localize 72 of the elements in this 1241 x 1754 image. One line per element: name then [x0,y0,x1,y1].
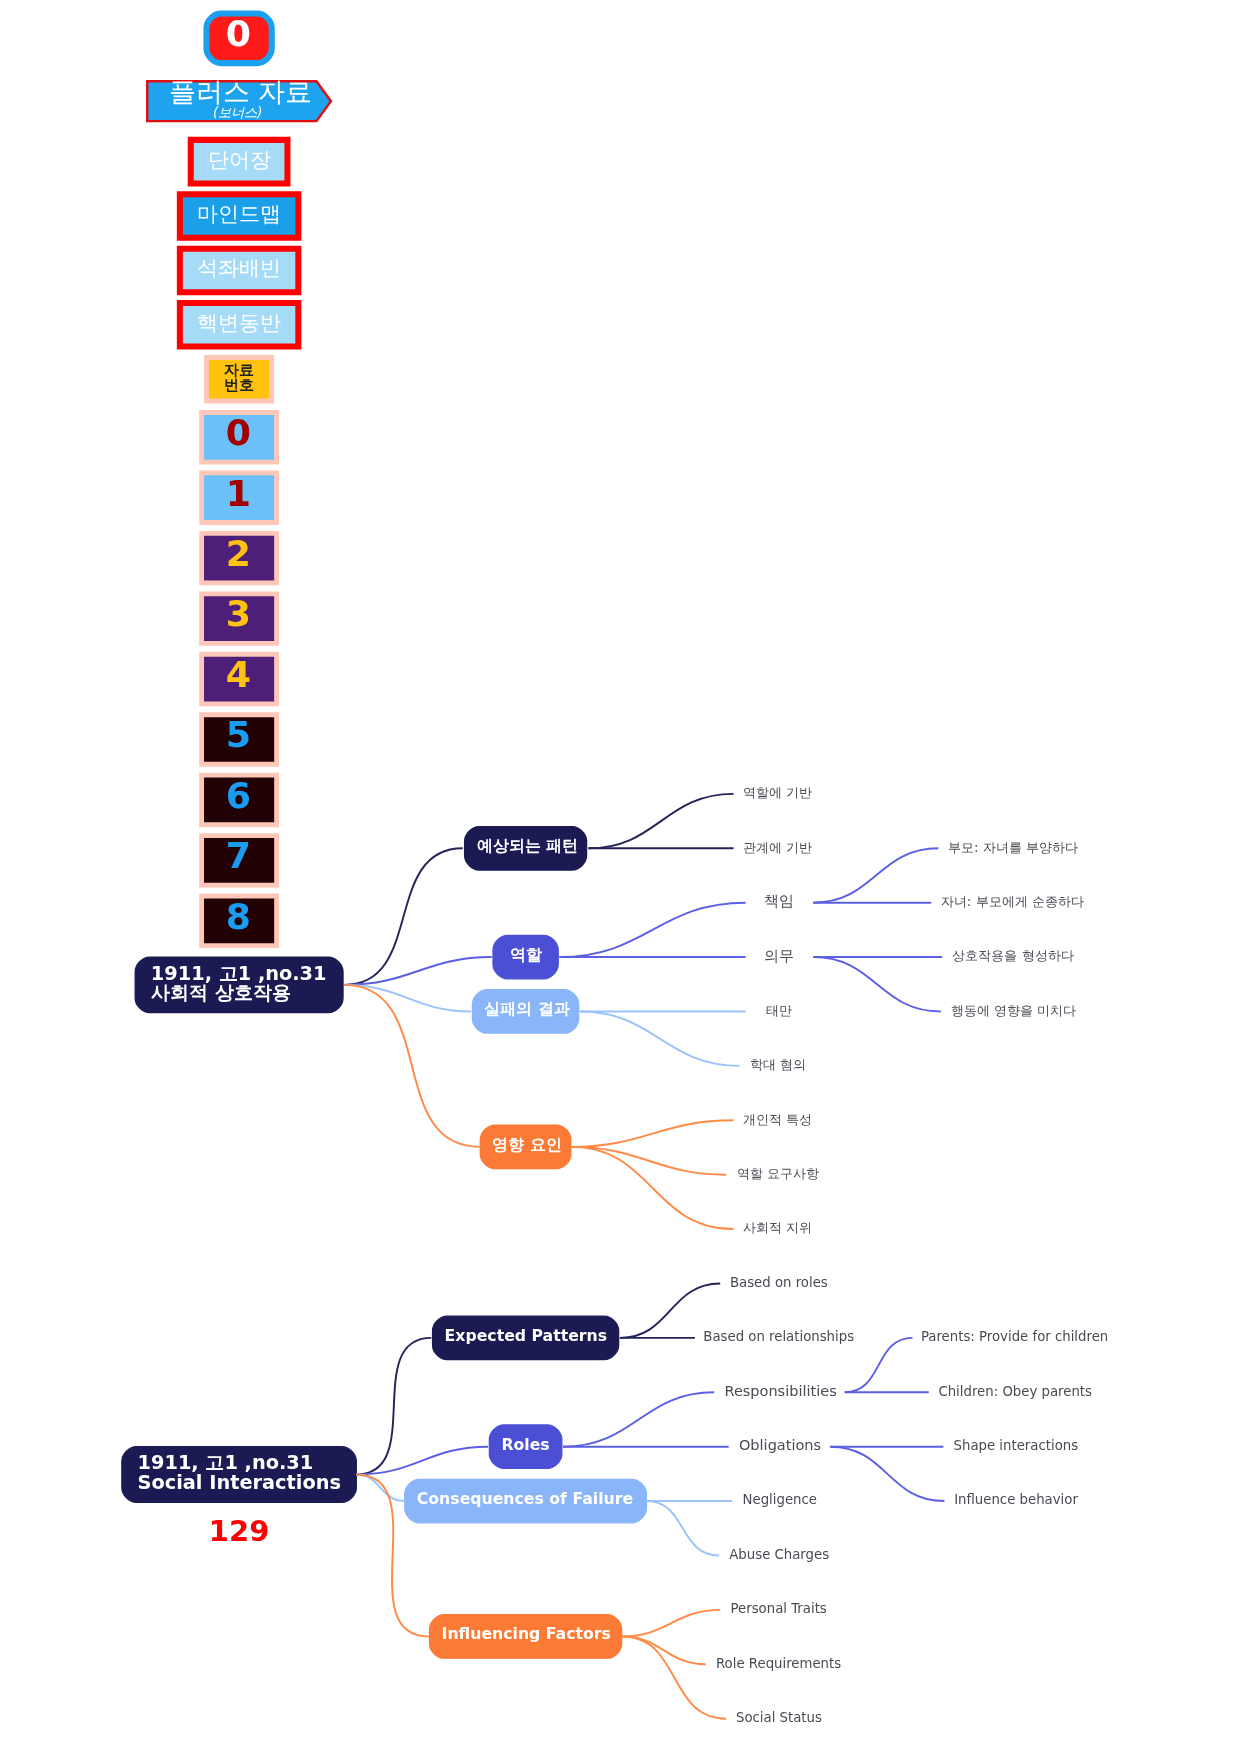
connector [558,956,747,959]
connector [355,1445,490,1476]
node-text: 상호작용을 형성하다 [952,948,1074,964]
connector [645,1500,720,1557]
node-box: 4 [199,651,279,707]
node-text: Negligence [742,1492,818,1508]
node-box: 핵변동반 [176,300,302,350]
connector [618,1282,722,1339]
node-text: Influence behavior [954,1492,1078,1508]
node-text: Personal Traits [730,1601,827,1617]
connector [587,847,735,850]
node-box: Consequences of Failure [404,1478,648,1524]
node-text: 학대 혐의 [749,1057,807,1073]
node-box: 예상되는 패턴 [463,825,588,871]
node-text: 자녀: 부모에게 순종하다 [940,894,1084,910]
node-box: 5 [199,712,279,767]
node-text: 역할 요구사항 [736,1166,819,1182]
node-box: 석좌배빈 [176,245,302,296]
node-text: 사회적 지위 [743,1220,813,1236]
node-box: 6 [199,772,279,828]
node-box: Influencing Factors [428,1614,623,1659]
connector [618,1336,696,1339]
node-box: 1911, 고1 ,no.31 Social Interactions [121,1446,357,1503]
connector [621,1608,722,1638]
label: 129 [208,1514,270,1549]
node-text: Based on roles [729,1274,828,1290]
node-text: 행동에 영향을 미치다 [950,1002,1076,1018]
node-box: 역할 [492,934,559,980]
connector [558,901,747,959]
connector [343,983,481,1148]
node-text: 역할에 기반 [743,785,813,801]
node-text: 책임 [764,893,795,910]
connector [843,1391,930,1394]
node-box: Roles [488,1424,563,1470]
node-box: 7 [199,833,279,888]
node-text: Obligations [738,1437,822,1454]
connector [621,1635,728,1720]
node-text: Shape interactions [953,1438,1079,1454]
node-text: Social Status [735,1710,822,1726]
node-text: 태만 [765,1002,792,1018]
connector [812,901,933,904]
connector [812,847,940,904]
connector [579,1010,741,1067]
node-text: 관계에 기반 [743,839,813,855]
connector [587,792,735,850]
connector [812,956,942,1013]
node-box: 0 [199,410,279,465]
node-text: 의무 [764,947,795,964]
node-text: Children: Obey parents [938,1383,1092,1399]
node-box: 3 [199,591,279,646]
node-box: 8 [199,893,279,948]
connector [829,1445,946,1503]
node-text: Role Requirements [716,1655,842,1671]
node-box: 단어장 [187,136,291,187]
connector [570,1145,735,1231]
node-box: 0 [203,10,275,67]
node-text: 부모: 자녀를 부양하다 [948,839,1079,855]
node-text: Parents: Provide for children [920,1329,1109,1345]
node-text: Abuse Charges [729,1546,830,1562]
node-text: Responsibilities [724,1383,837,1400]
connector [562,1445,730,1448]
connector [355,1473,430,1638]
node-box: 영향 요인 [479,1124,572,1170]
node-box: 자료 번호 [204,355,275,404]
node-text: Based on relationships [703,1329,855,1345]
node-text: 개인적 특성 [743,1111,813,1127]
node-box: 1911, 고1 ,no.31 사회적 상호작용 [134,956,344,1014]
node-box: 실패의 결과 [471,989,580,1034]
node-box: 1 [199,470,279,525]
node-box: 2 [199,530,279,586]
node-box: 마인드맵 [176,191,302,241]
node-box: Expected Patterns [431,1315,620,1361]
